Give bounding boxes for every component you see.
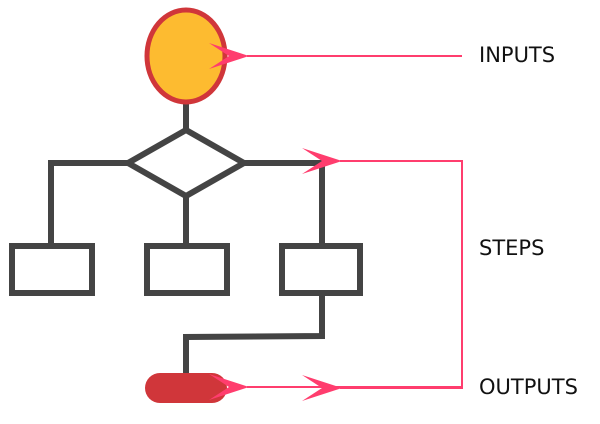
outputs-label: OUTPUTS: [479, 375, 578, 399]
connector-output: [183, 293, 325, 376]
step-box-2: [144, 243, 230, 296]
step-box-1: [9, 243, 95, 296]
steps-label: STEPS: [479, 236, 545, 260]
step-box-3: [279, 243, 363, 296]
output-terminal: [145, 373, 227, 403]
decision-diamond: [121, 126, 251, 200]
connector-left: [48, 160, 128, 246]
input-circle: [144, 7, 228, 105]
connector-right: [244, 160, 325, 246]
inputs-label: INPUTS: [479, 43, 556, 67]
